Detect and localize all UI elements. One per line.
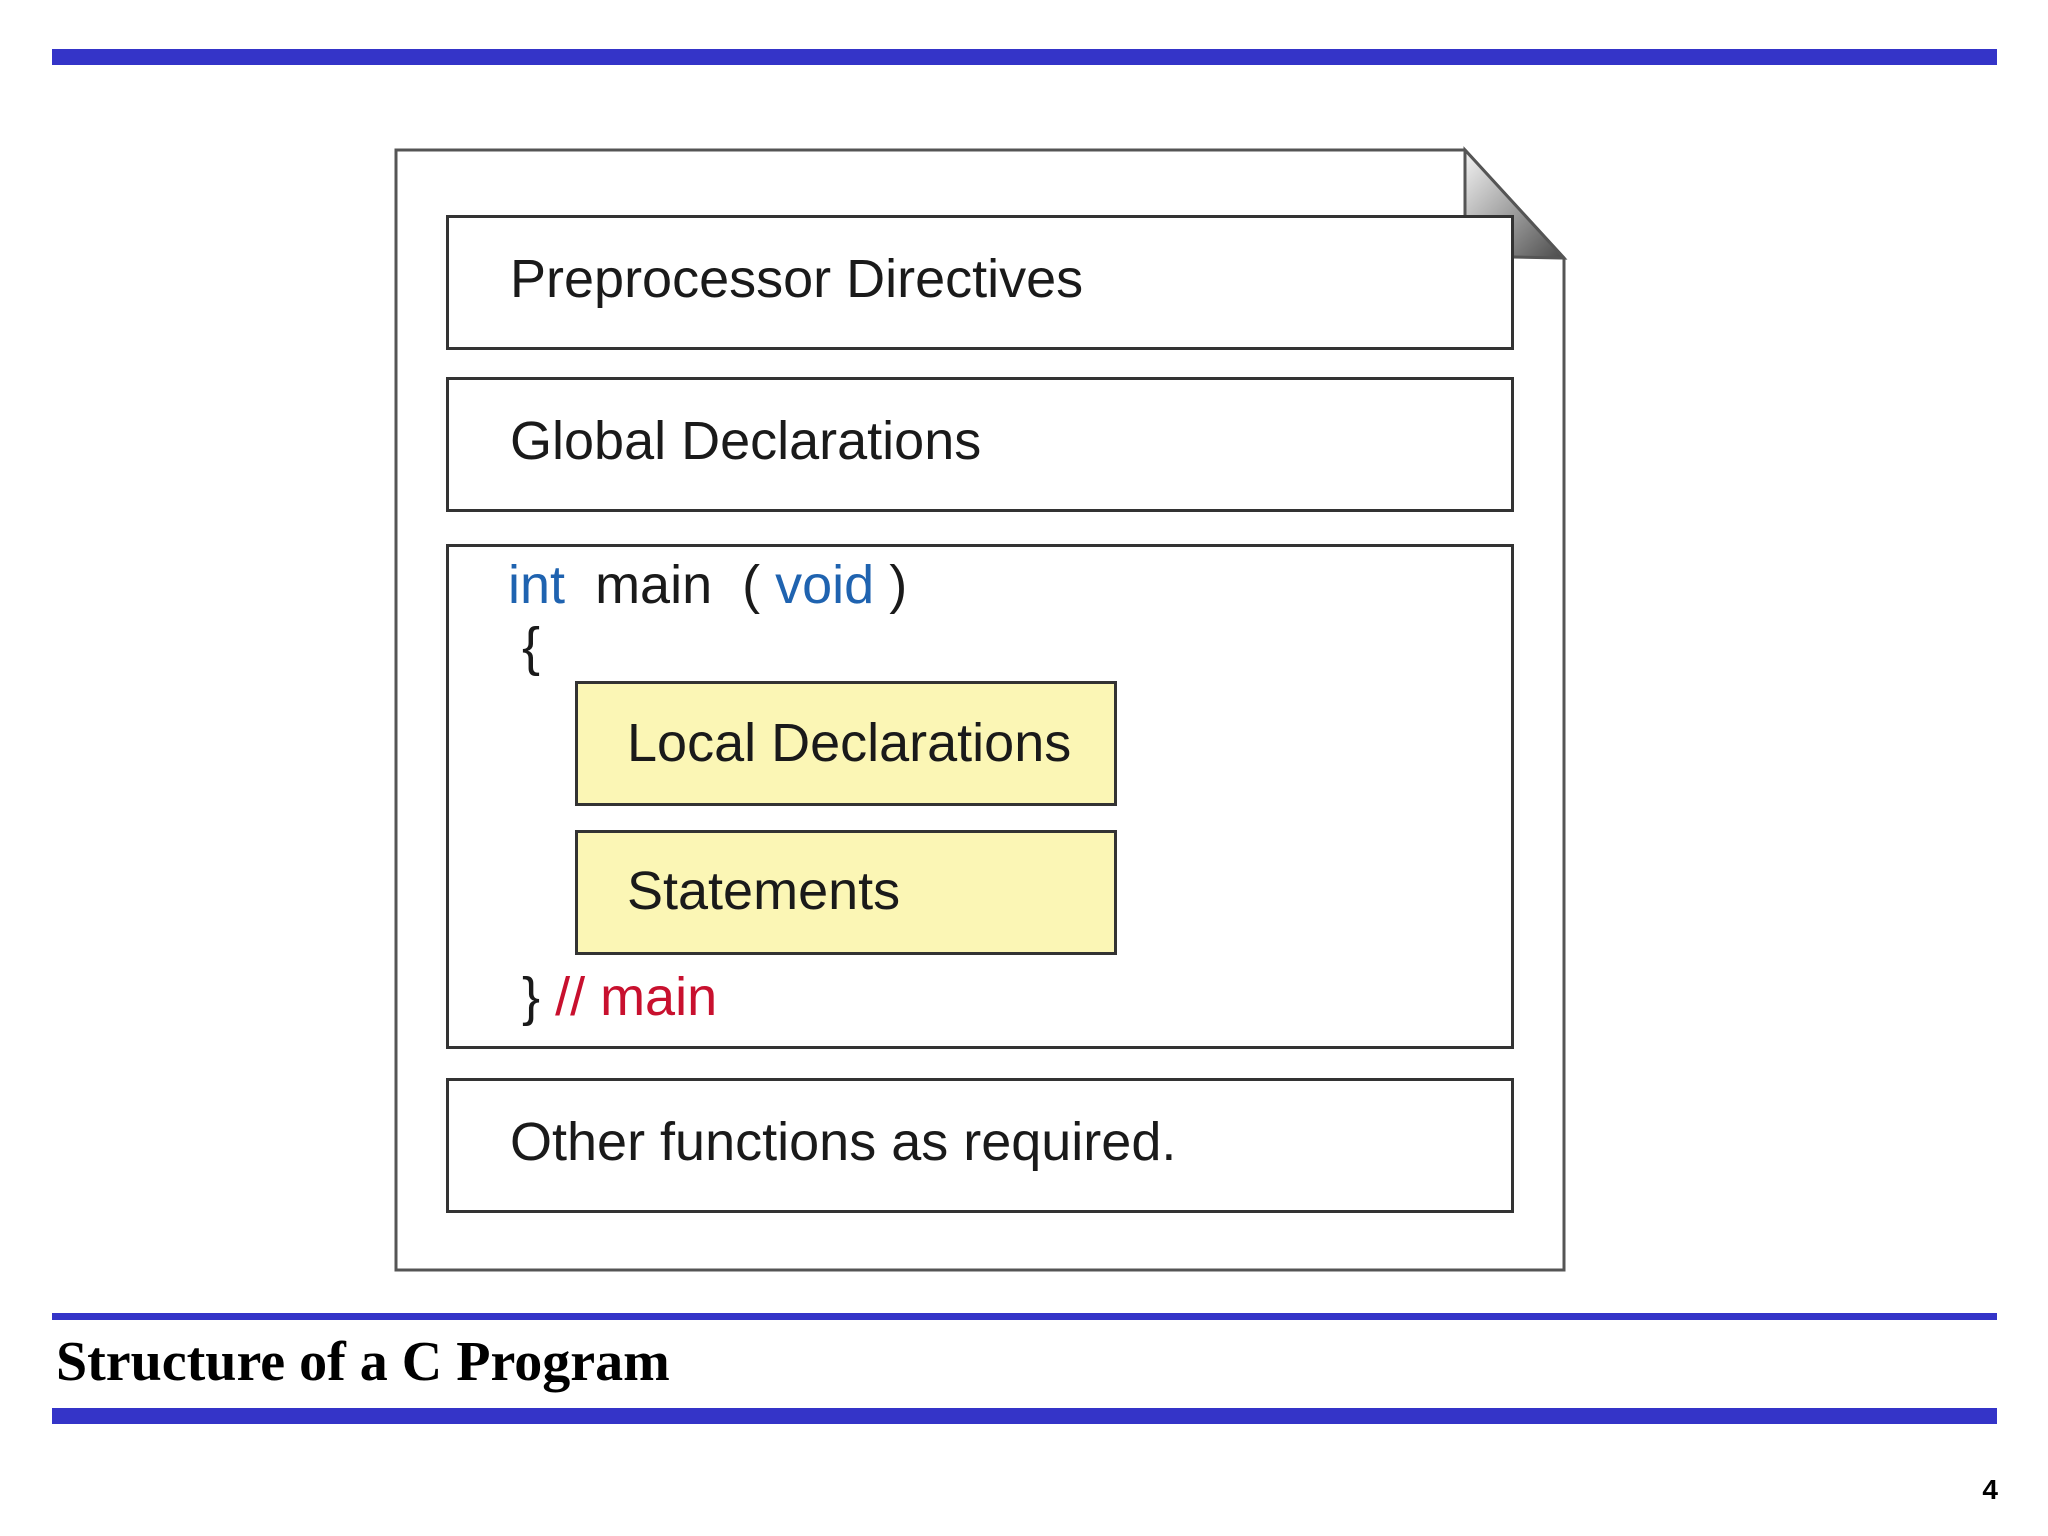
global-declarations-block (446, 377, 1514, 512)
local-declarations-block (575, 681, 1117, 806)
open-paren: ( (742, 555, 761, 615)
statements-label: Statements (627, 861, 901, 921)
main-name: main (595, 555, 713, 615)
main-comment: // main (555, 967, 718, 1027)
main-signature: int main ( void ) (508, 554, 907, 616)
int-keyword: int (508, 555, 566, 615)
slide-title: Structure of a C Program (56, 1331, 670, 1393)
open-brace: { (522, 617, 541, 677)
top-rule (52, 49, 1997, 65)
void-keyword: void (775, 555, 875, 615)
preprocessor-directives-block (446, 215, 1514, 350)
other-functions-block (446, 1078, 1514, 1213)
page-number: 4 (1982, 1474, 1998, 1505)
other-functions-label: Other functions as required. (510, 1112, 1177, 1172)
close-brace: } (522, 967, 541, 1027)
title-top-rule (52, 1313, 1997, 1320)
main-closing-line: } // main (522, 966, 717, 1028)
preprocessor-directives-label: Preprocessor Directives (510, 249, 1084, 309)
local-declarations-label: Local Declarations (627, 713, 1072, 773)
title-bottom-rule (52, 1408, 1997, 1424)
close-paren: ) (889, 555, 908, 615)
statements-block (575, 830, 1117, 955)
global-declarations-label: Global Declarations (510, 411, 982, 471)
